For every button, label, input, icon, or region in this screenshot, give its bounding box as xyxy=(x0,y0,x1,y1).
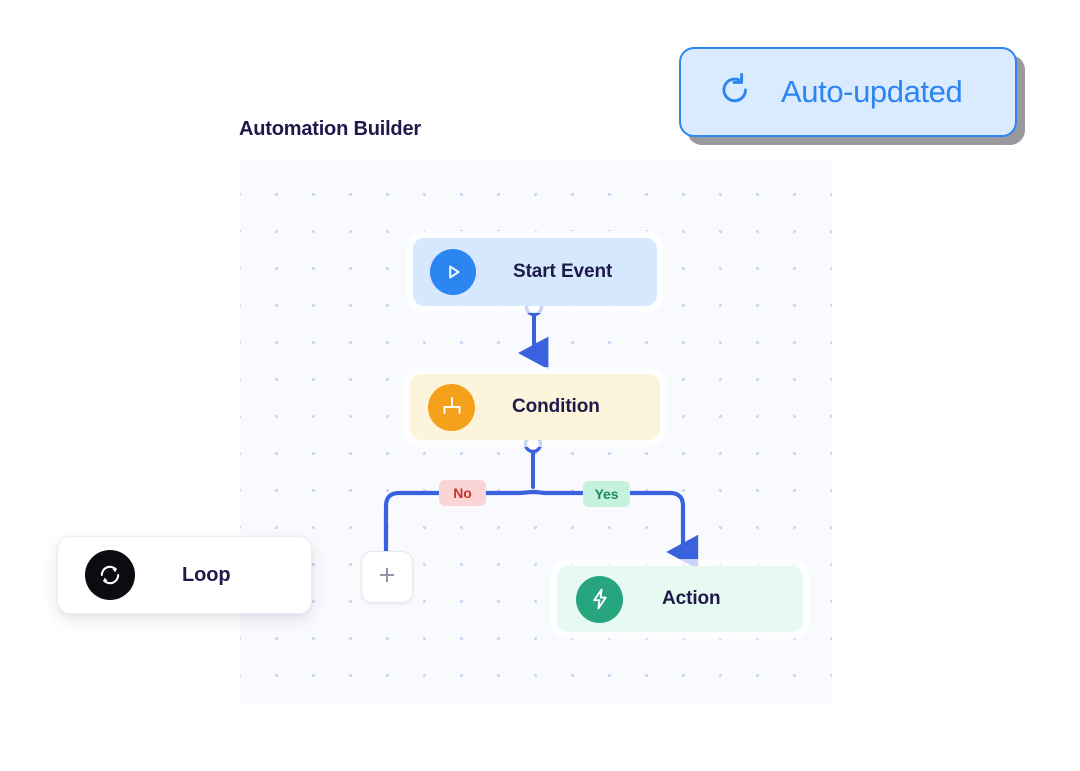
flow-node-label: Action xyxy=(662,588,721,609)
add-step-button[interactable] xyxy=(361,551,413,603)
plus-icon xyxy=(376,564,398,591)
branch-label-no[interactable]: No xyxy=(439,480,486,506)
flow-node-condition[interactable]: Condition xyxy=(410,374,660,440)
auto-updated-badge[interactable]: Auto-updated xyxy=(679,47,1017,137)
refresh-icon xyxy=(714,69,756,116)
flow-node-label: Start Event xyxy=(513,261,613,282)
loop-card-label: Loop xyxy=(182,563,231,586)
flow-node-label: Condition xyxy=(512,396,600,417)
lightning-icon xyxy=(576,575,623,623)
branch-icon xyxy=(428,383,475,431)
flow-node-start-event[interactable]: Start Event xyxy=(413,238,657,306)
auto-updated-badge-label: Auto-updated xyxy=(781,74,963,109)
loop-icon xyxy=(85,550,135,600)
play-icon xyxy=(430,249,476,295)
page-title: Automation Builder xyxy=(239,118,421,140)
branch-label-yes[interactable]: Yes xyxy=(583,481,630,507)
flow-node-action[interactable]: Action xyxy=(557,566,803,632)
loop-card[interactable]: Loop xyxy=(57,536,312,614)
